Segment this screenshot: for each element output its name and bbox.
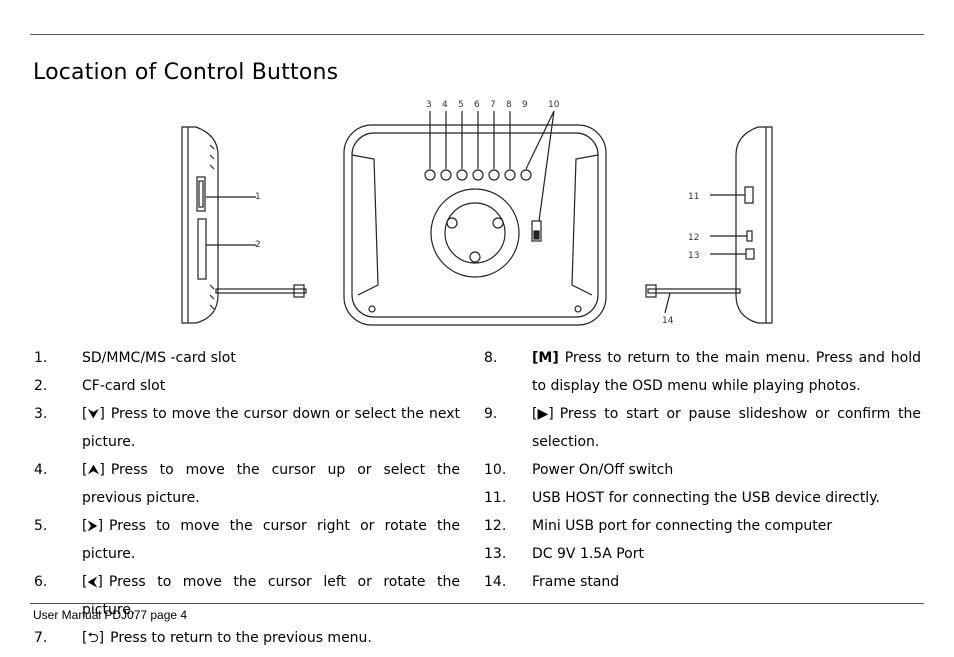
- list-item: 13. DC 9V 1.5A Port: [484, 540, 921, 568]
- right-side-view: [645, 126, 773, 324]
- item-number: 8.: [484, 350, 498, 366]
- control-list-left: 1. SD/MMC/MS -card slot 2. CF-card slot 3.…: [34, 344, 460, 652]
- item-number: 14.: [484, 574, 507, 590]
- item-text: USB HOST for connecting the USB device d…: [532, 490, 880, 506]
- item-number: 9.: [484, 406, 498, 422]
- list-item: 12. Mini USB port for connecting the comp…: [484, 512, 921, 540]
- callout-9: 9: [522, 100, 528, 110]
- item-text: Frame stand: [532, 574, 620, 590]
- list-item: 6. [⮜]Press to move the cursor left or ro…: [34, 568, 460, 624]
- item-text: Press to move the cursor up or select th…: [82, 462, 460, 506]
- item-text: Press to move the cursor down or select …: [82, 406, 460, 450]
- play-icon: [▶]: [532, 406, 554, 422]
- left-arrow-icon: [⮜]: [82, 574, 103, 590]
- list-item: 14. Frame stand: [484, 568, 921, 596]
- list-item: 5. [⮞]Press to move the cursor right or r…: [34, 512, 460, 568]
- list-item: 1. SD/MMC/MS -card slot: [34, 344, 460, 372]
- up-arrow-icon: [⮝]: [82, 462, 105, 478]
- callout-14: 14: [662, 316, 674, 326]
- callout-11: 11: [688, 192, 699, 202]
- back-view: [343, 110, 607, 326]
- device-diagram: 1 2 3 4 5 6 7 8 9 10 11 12 13 14: [181, 100, 773, 326]
- item-text: Press to start or pause slideshow or con…: [532, 406, 921, 450]
- item-number: 7.: [34, 630, 48, 646]
- callout-5: 5: [458, 100, 464, 110]
- list-item: 3. [⮟]Press to move the cursor down or se…: [34, 400, 460, 456]
- list-item: 2. CF-card slot: [34, 372, 460, 400]
- left-side-view: [181, 126, 307, 324]
- callout-8: 8: [506, 100, 512, 110]
- return-icon: [⮌]: [82, 630, 105, 646]
- callout-1: 1: [255, 192, 261, 202]
- right-arrow-icon: [⮞]: [82, 518, 104, 534]
- callout-13: 13: [688, 251, 699, 261]
- control-list-right: 8. [M]Press to return to the main menu. P…: [484, 344, 921, 596]
- callout-12: 12: [688, 233, 699, 243]
- item-text: Press to move the cursor left or rotate …: [82, 574, 460, 618]
- list-item: 11. USB HOST for connecting the USB devic…: [484, 484, 921, 512]
- item-number: 12.: [484, 518, 507, 534]
- item-text: DC 9V 1.5A Port: [532, 546, 644, 562]
- item-number: 13.: [484, 546, 507, 562]
- item-text: Press to move the cursor right or rotate…: [82, 518, 460, 562]
- item-number: 3.: [34, 406, 48, 422]
- item-number: 2.: [34, 378, 48, 394]
- item-text: Press to return to the previous menu.: [110, 630, 372, 646]
- list-item: 9. [▶]Press to start or pause slideshow o…: [484, 400, 921, 456]
- callout-10: 10: [548, 100, 560, 110]
- item-number: 5.: [34, 518, 48, 534]
- item-text: Mini USB port for connecting the compute…: [532, 518, 833, 534]
- item-text: SD/MMC/MS -card slot: [82, 350, 236, 366]
- item-number: 4.: [34, 462, 48, 478]
- list-item: 10. Power On/Off switch: [484, 456, 921, 484]
- page-footer: User Manual PDJ077 page 4: [33, 608, 188, 622]
- down-arrow-icon: [⮟]: [82, 406, 105, 422]
- item-text: Press to return to the main menu. Press …: [532, 350, 921, 394]
- item-number: 1.: [34, 350, 48, 366]
- item-text: CF-card slot: [82, 378, 166, 394]
- list-item: 4. [⮝]Press to move the cursor up or sele…: [34, 456, 460, 512]
- bottom-rule: [30, 603, 924, 604]
- callout-2: 2: [255, 240, 261, 250]
- callout-4: 4: [442, 100, 448, 110]
- item-number: 11.: [484, 490, 507, 506]
- callout-3: 3: [426, 100, 432, 110]
- list-item: 7. [⮌] Press to return to the previous men…: [34, 624, 460, 652]
- list-item: 8. [M]Press to return to the main menu. P…: [484, 344, 921, 400]
- item-number: 6.: [34, 574, 48, 590]
- page-title: Location of Control Buttons: [33, 60, 339, 85]
- menu-key-label: [M]: [532, 350, 559, 366]
- top-rule: [30, 34, 924, 35]
- callout-7: 7: [490, 100, 496, 110]
- item-number: 10.: [484, 462, 507, 478]
- item-text: Power On/Off switch: [532, 462, 674, 478]
- callout-6: 6: [474, 100, 480, 110]
- control-buttons: [424, 169, 532, 181]
